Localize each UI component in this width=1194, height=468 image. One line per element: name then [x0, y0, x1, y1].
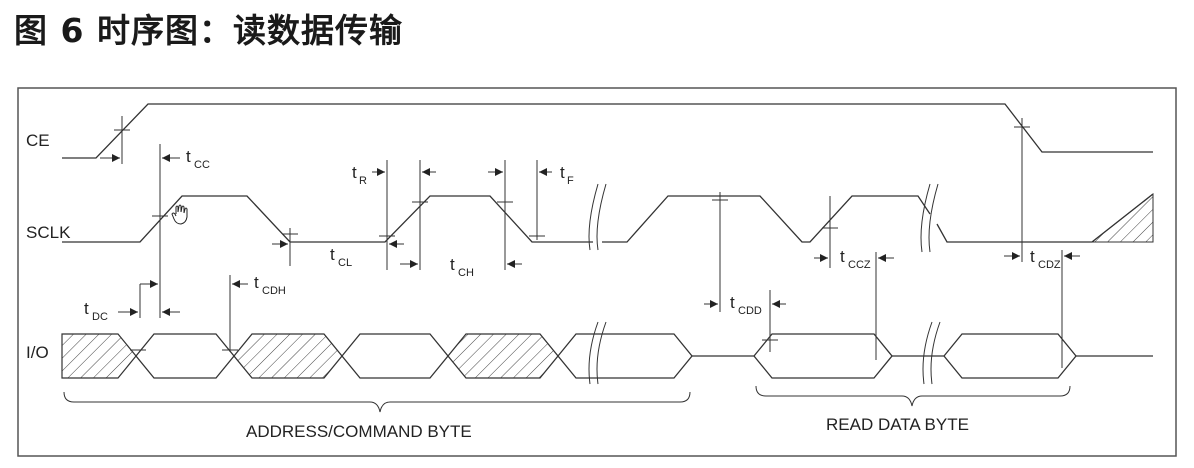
svg-text:CDZ: CDZ	[1038, 259, 1061, 271]
svg-text:R: R	[359, 175, 367, 187]
svg-text:CDD: CDD	[738, 305, 762, 317]
svg-text:CL: CL	[338, 257, 352, 269]
sclk-hatch	[1090, 192, 1154, 243]
svg-text:CCZ: CCZ	[848, 259, 871, 271]
svg-text:t: t	[730, 293, 735, 312]
svg-text:DC: DC	[92, 311, 108, 323]
svg-text:F: F	[567, 175, 574, 187]
svg-text:CDH: CDH	[262, 285, 286, 297]
svg-text:t: t	[186, 147, 191, 166]
address-command-caption: ADDRESS/COMMAND BYTE	[246, 422, 472, 441]
read-data-caption: READ DATA BYTE	[826, 415, 969, 434]
address-brace	[63, 391, 691, 413]
svg-text:CH: CH	[458, 267, 474, 279]
crossing-markers	[130, 199, 838, 351]
svg-text:t: t	[330, 245, 335, 264]
read-brace	[755, 385, 1071, 407]
diagram-frame	[17, 87, 1177, 457]
svg-text:t: t	[450, 255, 455, 274]
ce-waveform	[62, 103, 1153, 159]
svg-text:CC: CC	[194, 159, 210, 171]
svg-text:t: t	[84, 299, 89, 318]
svg-text:t: t	[560, 163, 565, 182]
page-title: 图 6 时序图：读数据传输	[14, 11, 403, 50]
sclk-label: SCLK	[26, 223, 71, 242]
svg-text:t: t	[1030, 247, 1035, 266]
io-label: I/O	[26, 343, 49, 362]
svg-text:t: t	[254, 273, 259, 292]
svg-text:t: t	[352, 163, 357, 182]
hand-cursor-icon	[171, 204, 188, 225]
sclk-waveform	[62, 195, 593, 243]
io-waveform	[61, 321, 1153, 385]
svg-text:t: t	[840, 247, 845, 266]
ce-label: CE	[26, 131, 50, 150]
